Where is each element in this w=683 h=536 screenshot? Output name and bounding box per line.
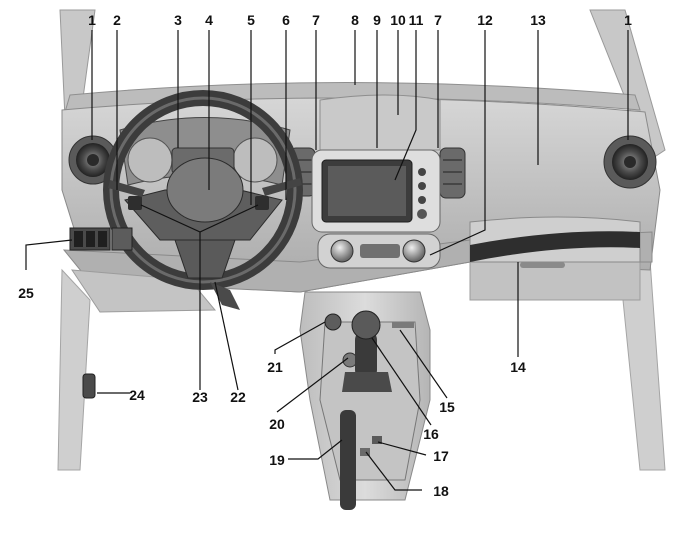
callout-14: 14 [510, 359, 526, 375]
callout-18: 18 [433, 483, 449, 499]
callout-22: 22 [230, 389, 246, 405]
callout-7-left: 7 [312, 12, 320, 28]
callout-23: 23 [192, 389, 208, 405]
glovebox [469, 216, 641, 268]
callout-25: 25 [18, 285, 34, 301]
callout-13: 13 [530, 12, 546, 28]
climate-control-panel [317, 233, 441, 269]
pedal-area [210, 282, 240, 310]
callout-4: 4 [205, 12, 213, 28]
callout-10: 10 [390, 12, 406, 28]
callout-5: 5 [247, 12, 255, 28]
leader-lines [25, 30, 629, 491]
callout-21: 21 [267, 359, 283, 375]
gear-lever [342, 310, 392, 392]
callout-8: 8 [351, 12, 359, 28]
display-hood [319, 94, 441, 151]
callout-24: 24 [129, 387, 145, 403]
callout-7-right: 7 [434, 12, 442, 28]
callout-labels: 1 2 3 4 5 6 7 8 9 10 11 7 12 13 1 25 14 … [18, 12, 632, 499]
callout-15: 15 [439, 399, 455, 415]
steering-wheel [103, 90, 303, 290]
callout-12: 12 [477, 12, 493, 28]
right-air-vent [603, 135, 657, 189]
multimedia-display [311, 149, 441, 233]
callout-6: 6 [282, 12, 290, 28]
handbrake-lever [340, 410, 382, 510]
callout-16: 16 [423, 426, 439, 442]
callout-9: 9 [373, 12, 381, 28]
callout-2: 2 [113, 12, 121, 28]
callout-1-right: 1 [624, 12, 632, 28]
callout-3: 3 [174, 12, 182, 28]
centre-right-vent [439, 147, 466, 199]
callout-19: 19 [269, 452, 285, 468]
left-switch-panel [69, 227, 133, 251]
callout-1-left: 1 [88, 12, 96, 28]
right-stalk [262, 178, 302, 196]
callout-17: 17 [433, 448, 449, 464]
instrument-cluster [119, 117, 291, 186]
callout-20: 20 [269, 416, 285, 432]
callout-11: 11 [409, 12, 424, 28]
bonnet-release [82, 373, 96, 399]
